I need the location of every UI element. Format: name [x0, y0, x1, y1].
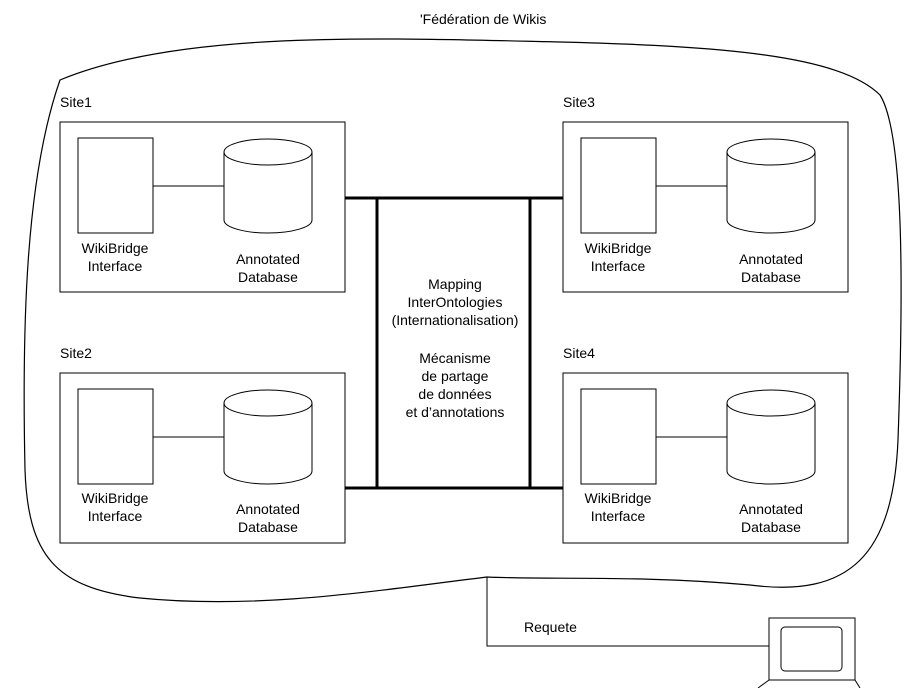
- interface-label: WikiBridge: [585, 490, 652, 506]
- database-label: Database: [238, 519, 298, 535]
- site-3: Site3 WikiBridge Interface Annotated Dat…: [562, 94, 849, 293]
- database-cylinder-icon: [726, 389, 816, 485]
- interface-label: WikiBridge: [585, 240, 652, 256]
- site-label: Site2: [60, 345, 92, 361]
- center-line: de données: [418, 386, 491, 402]
- center-line: Mécanisme: [419, 350, 491, 366]
- computer-terminal-icon: [757, 617, 861, 688]
- database-label: Annotated: [739, 501, 803, 517]
- center-line: InterOntologies: [408, 294, 503, 310]
- site-1: Site1 WikiBridge Interface Annotated Dat…: [59, 94, 346, 293]
- interface-label: WikiBridge: [82, 490, 149, 506]
- site-label: Site3: [563, 94, 595, 110]
- site-2: Site2 WikiBridge Interface Annotated Dat…: [59, 345, 346, 544]
- wikibridge-interface-box: [77, 137, 154, 234]
- mapping-text: Mapping InterOntologies (Internationalis…: [392, 276, 519, 420]
- database-label: Annotated: [236, 251, 300, 267]
- federation-boundary: [23, 38, 902, 603]
- center-line: et d’annotations: [406, 404, 505, 420]
- wikibridge-interface-box: [580, 137, 657, 234]
- database-label: Annotated: [236, 501, 300, 517]
- site-4: Site4 WikiBridge Interface Annotated Dat…: [562, 345, 849, 544]
- interface-label: Interface: [591, 508, 646, 524]
- request-label: Requete: [524, 619, 577, 635]
- center-line: de partage: [422, 368, 489, 384]
- database-label: Database: [741, 519, 801, 535]
- database-cylinder-icon: [223, 138, 313, 234]
- mapping-box: [375, 196, 532, 490]
- center-line: Mapping: [428, 276, 482, 292]
- wikibridge-interface-box: [77, 388, 154, 485]
- wikibridge-interface-box: [580, 388, 657, 485]
- database-label: Database: [741, 269, 801, 285]
- database-label: Database: [238, 269, 298, 285]
- interface-label: Interface: [88, 258, 143, 274]
- diagram-title: 'Fédération de Wikis: [420, 11, 546, 27]
- interface-label: Interface: [88, 508, 143, 524]
- database-cylinder-icon: [726, 138, 816, 234]
- site-label: Site1: [60, 94, 92, 110]
- interface-label: WikiBridge: [82, 240, 149, 256]
- site-label: Site4: [563, 345, 595, 361]
- interface-label: Interface: [591, 258, 646, 274]
- center-line: (Internationalisation): [392, 312, 519, 328]
- request-connector: [486, 577, 769, 647]
- database-cylinder-icon: [223, 389, 313, 485]
- database-label: Annotated: [739, 251, 803, 267]
